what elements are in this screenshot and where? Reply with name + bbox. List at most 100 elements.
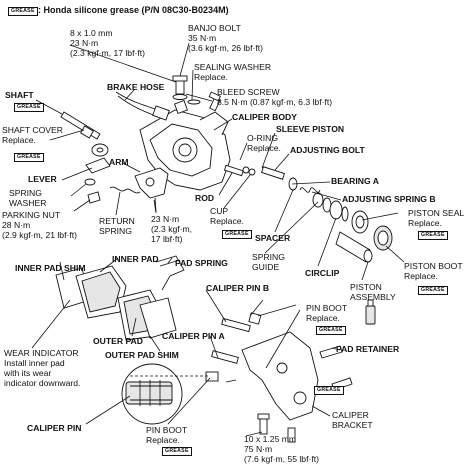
parking-nut-name: PARKING NUT	[2, 210, 61, 220]
sealing-washer-name: SEALING WASHER	[194, 62, 272, 72]
rod-cup-drawing	[223, 164, 256, 177]
bolt-10x125-torque2: (7.6 kgf·m, 55 lbf·ft)	[244, 454, 319, 464]
label-o-ring: O-RING Replace.	[247, 133, 281, 153]
label-sealing-washer: SEALING WASHER Replace.	[194, 62, 271, 82]
banjo-torque1: 35 N·m	[188, 33, 217, 43]
label-arm: ARM	[109, 157, 129, 167]
label-brake-hose: BRAKE HOSE	[107, 82, 165, 92]
label-rod: ROD	[195, 193, 215, 203]
spring-washer-line2: WASHER	[9, 198, 47, 208]
grease-tag-piston-seal: GREASE	[418, 231, 448, 240]
label-outer-pad-shim: OUTER PAD SHIM	[105, 350, 179, 360]
bolt-8x10-torque2: (2.3 kgf·m, 17 lbf·ft)	[70, 48, 145, 58]
pin-boot-2-name: PIN BOOT	[146, 425, 188, 435]
label-banjo-bolt: BANJO BOLT 35 N·m (3.6 kgf·m, 26 lbf·ft)	[188, 23, 263, 53]
label-return-spring: RETURN SPRING	[99, 216, 135, 236]
caliper-bracket-line1: CALIPER	[332, 410, 369, 420]
spring-washer-line1: SPRING	[9, 188, 42, 198]
label-pad-spring: PAD SPRING	[175, 258, 228, 268]
caliper-pin-detail-drawing	[121, 363, 183, 425]
label-circlip: CIRCLIP	[305, 268, 340, 278]
label-adjusting-bolt: ADJUSTING BOLT	[290, 145, 365, 155]
label-caliper-body: CALIPER BODY	[232, 112, 297, 122]
bolt-10x125-torque1: 75 N·m	[244, 444, 273, 454]
caliper-bracket-drawing	[241, 331, 319, 443]
label-shaft-cover: SHAFT COVER Replace.	[2, 125, 63, 145]
bleed-torque: 8.5 N·m (0.87 kgf·m, 6.3 lbf·ft)	[217, 97, 333, 107]
label-adjusting-spring-b: ADJUSTING SPRING B	[342, 194, 436, 204]
o-ring-note: Replace.	[247, 143, 281, 153]
caliper-pins-drawing	[205, 312, 262, 383]
label-cup: CUP Replace.	[210, 206, 244, 226]
cup-note: Replace.	[210, 216, 244, 226]
label-piston-boot: PISTON BOOT Replace.	[404, 261, 463, 281]
label-spring-washer: SPRING WASHER	[9, 188, 46, 208]
arm-torque3: 17 lbf·ft)	[151, 234, 183, 244]
wear-indicator-name: WEAR INDICATOR	[4, 348, 79, 358]
grease-tag-piston-boot: GREASE	[418, 286, 448, 295]
parking-nut-torque1: 28 N·m	[2, 220, 31, 230]
grease-tag-cup: GREASE	[222, 230, 252, 239]
spring-guide-line2: GUIDE	[252, 262, 280, 272]
label-pin-boot-1: PIN BOOT Replace.	[306, 303, 347, 323]
label-bearing-a: BEARING A	[331, 176, 379, 186]
label-caliper-bracket: CALIPER BRACKET	[332, 410, 373, 430]
sealing-washer-note: Replace.	[194, 72, 228, 82]
label-piston-seal: PISTON SEAL Replace.	[408, 208, 464, 228]
label-wear-indicator: WEAR INDICATOR Install inner pad with it…	[4, 348, 80, 388]
wear-note3: indicator downward.	[4, 378, 81, 388]
return-spring-line1: RETURN	[99, 216, 135, 226]
label-bolt-8x10: 8 x 1.0 mm 23 N·m (2.3 kgf·m, 17 lbf·ft)	[70, 28, 145, 58]
bleed-screw-drawing	[208, 91, 221, 112]
label-shaft: SHAFT	[5, 90, 34, 100]
leader-lines	[31, 42, 405, 437]
piston-seal-name: PISTON SEAL	[408, 208, 465, 218]
grease-legend-tag: GREASE	[8, 7, 38, 16]
label-caliper-pin: CALIPER PIN	[27, 423, 82, 433]
label-spring-guide: SPRING GUIDE	[252, 252, 285, 272]
grease-tag-pin-boot-2: GREASE	[162, 447, 192, 456]
arm-torque2: (2.3 kgf·m,	[151, 224, 193, 234]
pin-boot-2-note: Replace.	[146, 435, 180, 445]
bleed-screw-name: BLEED SCREW	[217, 87, 280, 97]
grease-tag-shaft: GREASE	[14, 103, 44, 112]
pin-boot-1-note: Replace.	[306, 313, 340, 323]
grease-tag-shaft-cover: GREASE	[14, 153, 44, 162]
grease-tag-pin-boot-1: GREASE	[316, 326, 346, 335]
label-inner-pad: INNER PAD	[112, 254, 159, 264]
label-outer-pad: OUTER PAD	[93, 336, 143, 346]
label-inner-pad-shim: INNER PAD SHIM	[15, 263, 86, 273]
arm-drawing	[109, 167, 169, 213]
label-bolt-10x125: 10 x 1.25 mm 75 N·m (7.6 kgf·m, 55 lbf·f…	[244, 434, 319, 464]
grease-tag-bracket: GREASE	[314, 386, 344, 395]
shaft-assembly-drawing	[60, 111, 111, 204]
label-arm-torque: 23 N·m (2.3 kgf·m, 17 lbf·ft)	[151, 214, 192, 244]
o-ring-name: O-RING	[247, 133, 279, 143]
grease-legend-text: : Honda silicone grease (P/N 08C30-B0234…	[38, 5, 229, 15]
piston-seal-note: Replace.	[408, 218, 442, 228]
parking-nut-torque2: (2.9 kgf·m, 21 lbf·ft)	[2, 230, 77, 240]
wear-note1: Install inner pad	[4, 358, 65, 368]
label-pin-boot-2: PIN BOOT Replace.	[146, 425, 187, 445]
wear-note2: with its wear	[4, 368, 52, 378]
pad-spring-drawing	[155, 255, 185, 291]
bolt-8x10-size: 8 x 1.0 mm	[70, 28, 113, 38]
bolt-8x10-torque1: 23 N·m	[70, 38, 99, 48]
caliper-bracket-line2: BRACKET	[332, 420, 373, 430]
label-piston-assembly: PISTON ASSEMBLY	[350, 282, 396, 302]
shaft-cover-note: Replace.	[2, 135, 36, 145]
piston-boot-name: PISTON BOOT	[404, 261, 463, 271]
brake-fluid-bottle-drawing	[365, 299, 376, 325]
banjo-bolt-drawing	[172, 75, 201, 105]
spring-guide-line1: SPRING	[252, 252, 285, 262]
bolt-10x125-size: 10 x 1.25 mm	[244, 434, 297, 444]
label-caliper-pin-b: CALIPER PIN B	[206, 283, 270, 293]
shaft-cover-name: SHAFT COVER	[2, 125, 63, 135]
label-sleeve-piston: SLEEVE PISTON	[276, 124, 345, 134]
arm-torque1: 23 N·m	[151, 214, 180, 224]
cup-name: CUP	[210, 206, 229, 216]
label-caliper-pin-a: CALIPER PIN A	[162, 331, 225, 341]
label-bleed-screw: BLEED SCREW 8.5 N·m (0.87 kgf·m, 6.3 lbf…	[217, 87, 332, 107]
